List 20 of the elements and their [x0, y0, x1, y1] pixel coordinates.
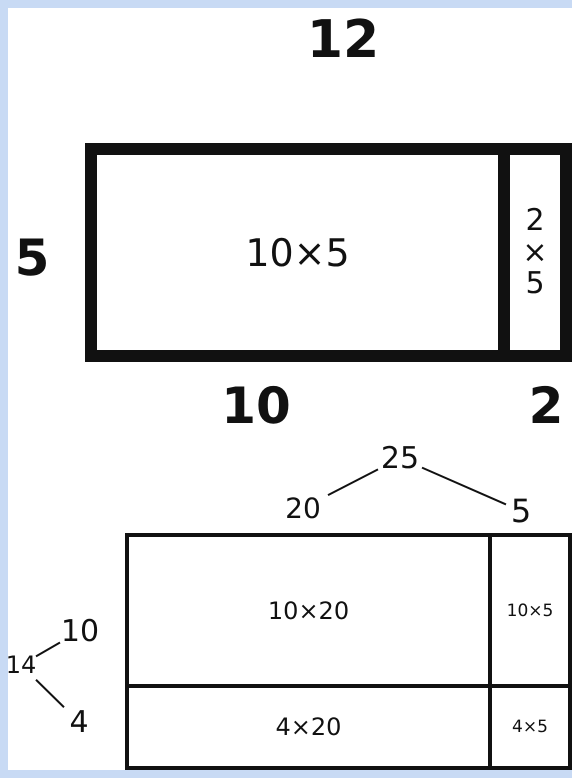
number-text: 4: [69, 704, 89, 740]
connector-line: [36, 642, 60, 658]
number-text: 10: [60, 614, 100, 648]
area-product: 2×5: [521, 205, 549, 300]
number-text: 25: [380, 440, 420, 476]
number-text: 14: [6, 651, 36, 679]
area-product: 10×20: [268, 596, 350, 624]
area-product: 10×5: [506, 600, 554, 620]
dimension-label: 5: [14, 229, 50, 287]
dimension-label: 12: [306, 10, 380, 70]
area-product: 4×5: [512, 717, 548, 737]
connector-line: [422, 466, 506, 506]
connector-line: [328, 468, 378, 496]
dimension-label: 10: [221, 377, 291, 435]
number-text: 20: [285, 492, 321, 524]
number-text: 5: [510, 492, 532, 530]
area-product: 10×5: [245, 230, 350, 274]
area-product: 4×20: [276, 713, 342, 741]
connector-line: [35, 679, 65, 708]
dimension-label: 2: [528, 377, 564, 435]
